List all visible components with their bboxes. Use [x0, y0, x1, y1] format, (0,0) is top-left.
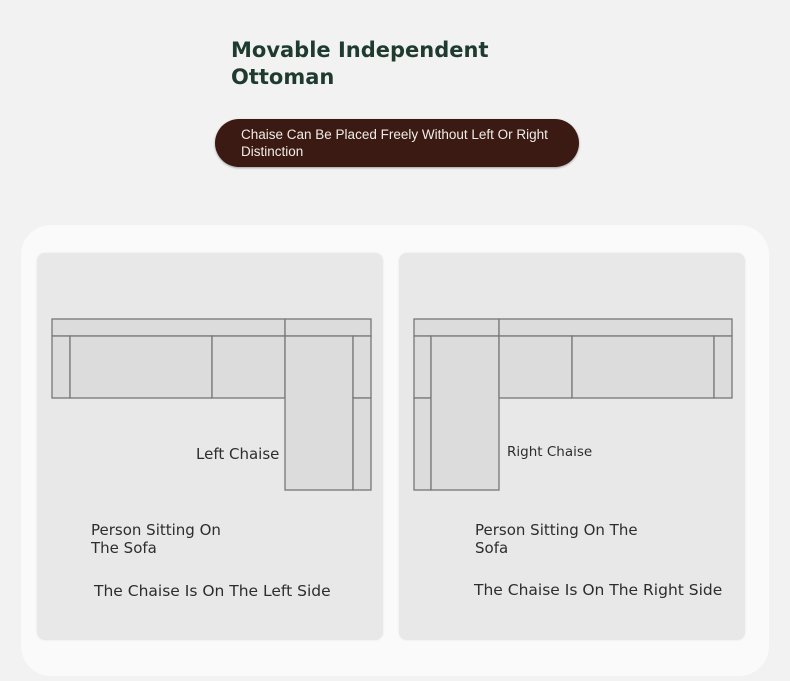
left-chaise-label: Left Chaise [196, 445, 280, 463]
left-chaise-sofa-diagram [51, 318, 372, 491]
right-chaise-panel: Right Chaise Person Sitting On The Sofa … [399, 253, 745, 640]
right-chaise-label: Right Chaise [507, 444, 593, 460]
seat-cushion-2 [571, 335, 715, 399]
page-title: Movable Independent Ottoman [231, 38, 489, 89]
chaise-arm-bottom [352, 397, 372, 491]
left-chaise-panel: Left Chaise Person Sitting On The Sofa T… [37, 253, 383, 640]
back-rest [498, 318, 733, 337]
seat-cushion-1 [498, 335, 573, 399]
right-arm [713, 335, 733, 399]
subtitle-text: Chaise Can Be Placed Freely Without Left… [241, 127, 548, 159]
chaise-arm-top [413, 335, 432, 399]
chaise-side-label: The Chaise Is On The Right Side [474, 581, 723, 599]
chaise-arm-bottom [413, 397, 432, 491]
chaise-seat [430, 335, 500, 491]
left-arm [51, 335, 71, 399]
chaise-back-rest [413, 318, 500, 337]
seat-cushion-2 [211, 335, 286, 399]
seat-cushion-1 [69, 335, 213, 399]
right-chaise-sofa-diagram [413, 318, 733, 491]
chaise-seat [284, 335, 354, 491]
person-sitting-label: Person Sitting On The Sofa [475, 521, 638, 557]
chaise-side-label: The Chaise Is On The Left Side [94, 582, 331, 600]
chaise-arm-top [352, 335, 372, 399]
person-sitting-label: Person Sitting On The Sofa [91, 521, 221, 557]
subtitle-pill: Chaise Can Be Placed Freely Without Left… [215, 119, 579, 167]
back-rest [51, 318, 286, 337]
chaise-back-rest [284, 318, 372, 337]
